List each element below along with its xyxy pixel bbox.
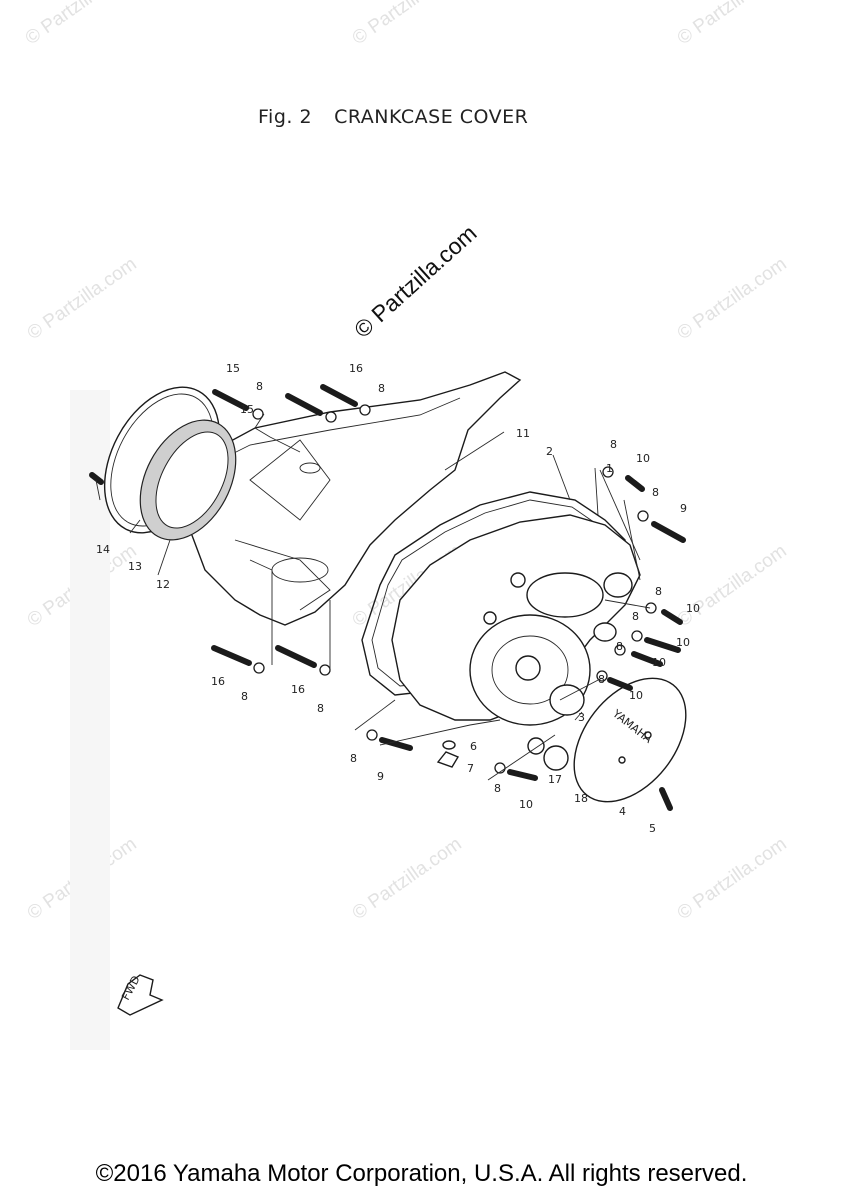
callout-number: 14 [96, 543, 110, 556]
bolts [89, 384, 686, 811]
fwd-arrow: FWD [117, 974, 164, 1016]
callout-number: 8 [652, 486, 659, 499]
callout-number: 16 [291, 683, 305, 696]
callout-number: 8 [317, 702, 324, 715]
callout-number: 8 [378, 382, 385, 395]
callout-number: 16 [211, 675, 225, 688]
callout-number: 8 [598, 673, 605, 686]
callout-number: 10 [636, 452, 650, 465]
callout-number: 17 [548, 773, 562, 786]
callout-number: 7 [467, 762, 474, 775]
callout-number: 10 [652, 656, 666, 669]
callout-number: 8 [616, 640, 623, 653]
callout-number: 8 [610, 438, 617, 451]
callout-number: 8 [256, 380, 263, 393]
callout-number: 6 [470, 740, 477, 753]
callout-number: 10 [686, 602, 700, 615]
callout-numbers: 1581516811218108914131281081081081016816… [96, 362, 700, 835]
plug-18 [543, 745, 569, 771]
callout-number: 16 [349, 362, 363, 375]
washers [252, 404, 657, 774]
callout-number: 8 [632, 610, 639, 623]
callout-number: 18 [574, 792, 588, 805]
callout-number: 10 [629, 689, 643, 702]
callout-number: 3 [578, 711, 585, 724]
leader-lines [95, 413, 651, 781]
washer-6 [442, 740, 456, 750]
callout-number: 15 [240, 403, 254, 416]
callout-number: 10 [519, 798, 533, 811]
callout-number: 4 [619, 805, 626, 818]
figure-number: Fig. 2 [258, 106, 313, 128]
drain-plug-7 [436, 751, 460, 768]
callout-number: 2 [546, 445, 553, 458]
callout-number: 8 [494, 782, 501, 795]
gasket-3 [549, 684, 585, 716]
callout-number: 8 [655, 585, 662, 598]
callout-number: 8 [241, 690, 248, 703]
seal-12 [139, 419, 237, 541]
callout-number: 15 [226, 362, 240, 375]
diagram-title: Fig. 2 CRANKCASE COVER [258, 106, 528, 128]
callout-number: 1 [606, 462, 613, 475]
copyright-notice: ©2016 Yamaha Motor Corporation, U.S.A. A… [95, 1160, 748, 1187]
outer-cover-11 [189, 371, 522, 626]
scan-noise [70, 390, 110, 1050]
callout-number: 8 [350, 752, 357, 765]
inspection-cover-4: YAMAHA [573, 677, 687, 803]
callout-number: 9 [680, 502, 687, 515]
callout-number: 5 [649, 822, 656, 835]
callout-number: 9 [377, 770, 384, 783]
callout-number: 10 [676, 636, 690, 649]
callout-number: 12 [156, 578, 170, 591]
callout-number: 13 [128, 560, 142, 573]
crankcase-cover-1 [391, 514, 641, 726]
callout-number: 11 [516, 427, 530, 440]
figure-name: CRANKCASE COVER [334, 106, 529, 128]
